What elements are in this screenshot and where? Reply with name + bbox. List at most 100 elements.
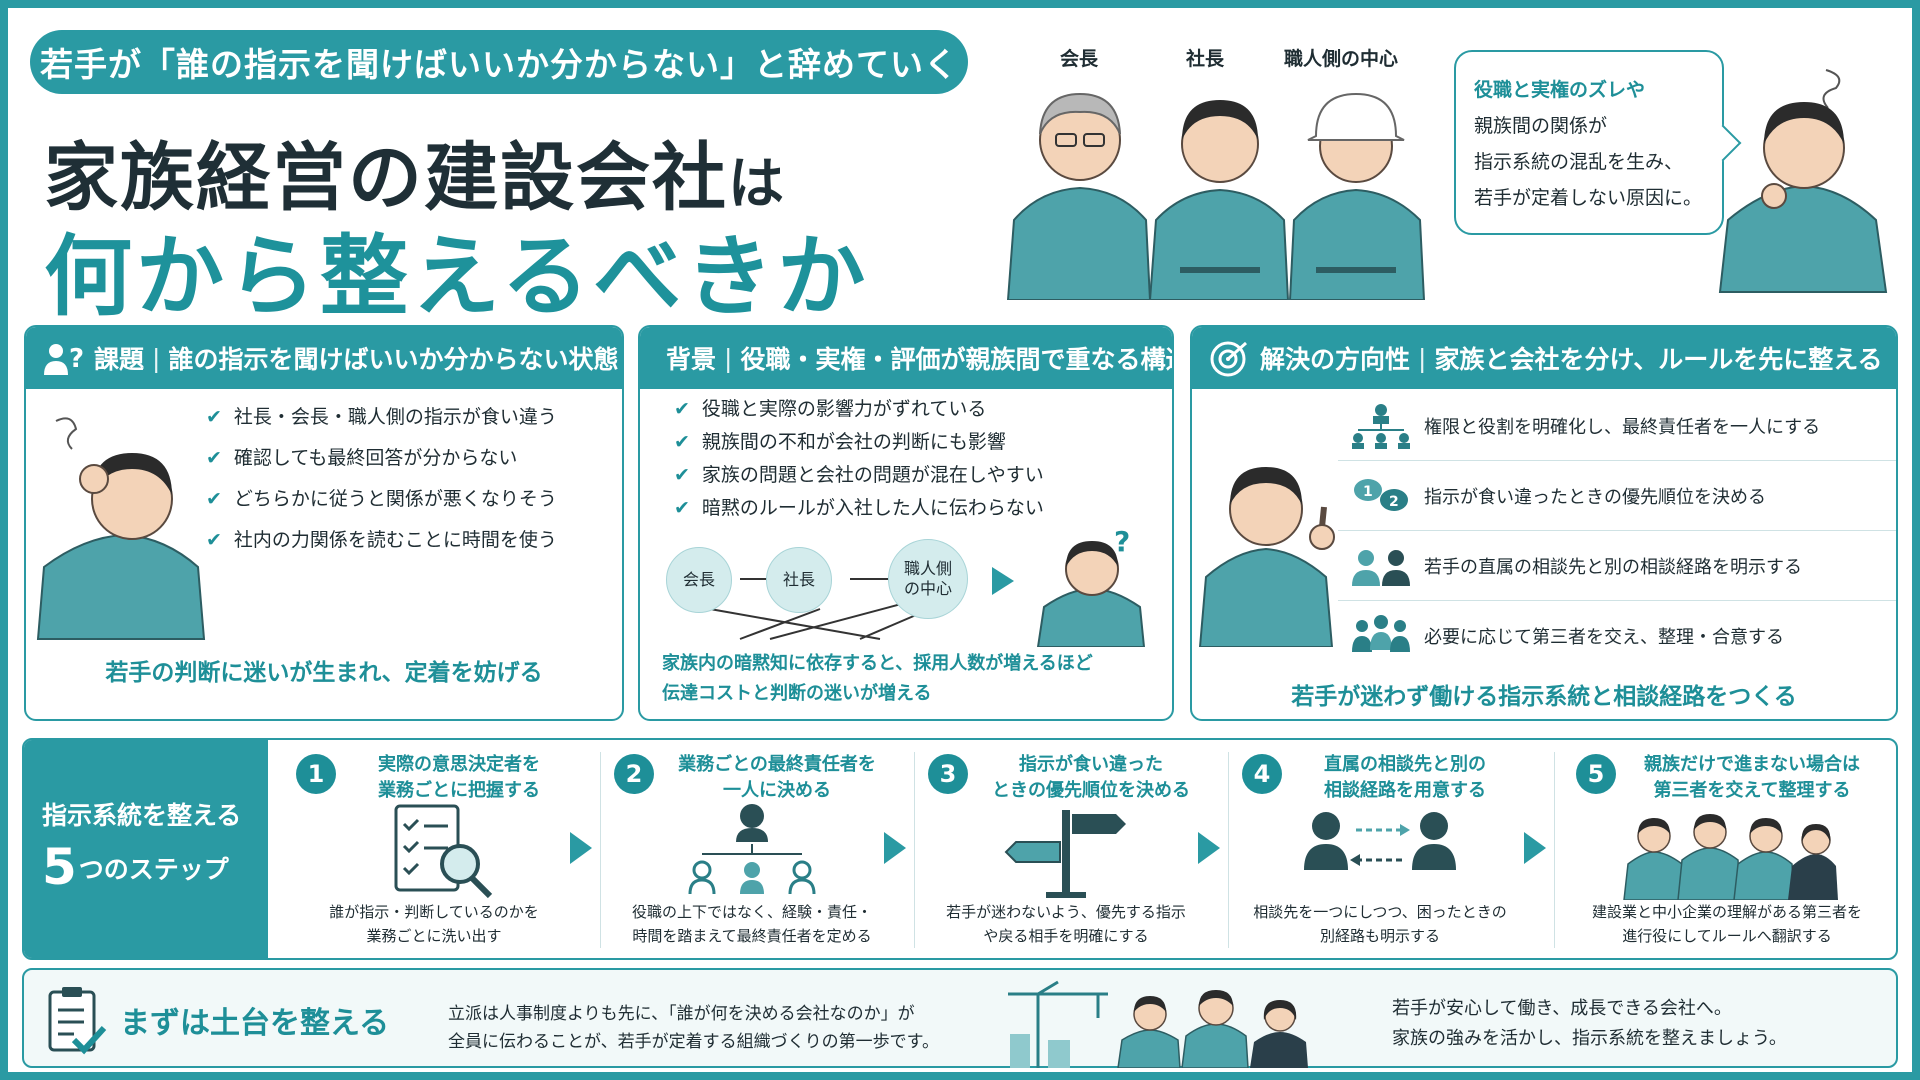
craftsman-figure xyxy=(1288,92,1426,300)
step-title-line: 第三者を交えて整理する xyxy=(1653,780,1851,801)
panel-background-header: 背景|役職・実権・評価が親族間で重なる構造 xyxy=(640,327,1172,389)
footer-line: 家族内の暗黙知に依存すると、採用人数が増えるほど xyxy=(662,653,1093,674)
label-president: 社長 xyxy=(1186,48,1225,70)
steps-lead-title: 指示系統を整える xyxy=(42,801,242,830)
step-desc-line: 業務ごとに洗い出す xyxy=(366,927,502,945)
footer-heading: まずは土台を整える xyxy=(120,1006,390,1041)
step-title: 直属の相談先と別の相談経路を用意する xyxy=(1280,752,1530,804)
solution-row-text: 必要に応じて第三者を交え、整理・合意する xyxy=(1424,627,1784,648)
step-desc: 若手が迷わないよう、優先する指示や戻る相手を明確にする xyxy=(916,900,1216,948)
solution-row: 若手の直属の相談先と別の相談経路を明示する xyxy=(1338,531,1896,601)
bubble-line: 若手が定着しない原因に。 xyxy=(1474,187,1703,209)
step-desc: 誰が指示・判断しているのかを業務ごとに洗い出す xyxy=(284,900,584,948)
steps-count: 5 xyxy=(42,838,77,896)
step-title: 親族だけで進まない場合は第三者を交えて整理する xyxy=(1614,752,1890,804)
list-item: 確認しても最終回答が分からない xyxy=(206,438,557,479)
header-pill-text: 若手が「誰の指示を聞けばいいか分からない」と辞めていく xyxy=(40,45,958,84)
list-item: 家族の問題と会社の問題が混在しやすい xyxy=(674,459,1044,492)
step-arrow-icon xyxy=(884,832,906,864)
step-desc-line: 誰が指示・判断しているのかを xyxy=(329,903,539,921)
worried-worker-illustration xyxy=(1718,69,1888,293)
panel-issue-header: ? 課題|誰の指示を聞けばいいか分からない状態 xyxy=(26,327,622,389)
step-number: 2 xyxy=(614,754,654,794)
step-title-line: 業務ごとに把握する xyxy=(378,780,540,801)
panel-background-sub: 役職・実権・評価が親族間で重なる構造 xyxy=(740,345,1174,374)
flow-node-president: 社長 xyxy=(766,547,832,613)
solution-row: 権限と役割を明確化し、最終責任者を一人にする xyxy=(1338,391,1896,461)
list-item: 社長・会長・職人側の指示が食い違う xyxy=(206,397,557,438)
step-desc-line: 役職の上下ではなく、経験・責任・ xyxy=(631,903,872,921)
step-5: 5 親族だけで進まない場合は第三者を交えて整理する 建設業と中小企業の理解がある… xyxy=(1564,740,1890,958)
footer-text-line: 全員に伝わることが、若手が定着する組織づくりの第一歩です。 xyxy=(448,1032,939,1052)
list-item: 親族間の不和が会社の判断にも影響 xyxy=(674,426,1044,459)
step-desc: 相談先を一つにしつつ、困ったときの別経路も明示する xyxy=(1230,900,1530,948)
panel-solution-sub: 家族と会社を分け、ルールを先に整える xyxy=(1434,345,1883,374)
step-desc-line: 時間を踏まえて最終責任者を定める xyxy=(632,927,872,945)
swirl-icon xyxy=(1822,69,1841,109)
step-title-line: 一人に決める xyxy=(723,780,831,801)
steps-lead-subtitle: 5つのステップ xyxy=(42,838,229,896)
step-4: 4 直属の相談先と別の相談経路を用意する 相談先を一つにしつつ、困ったときの別経… xyxy=(1230,740,1530,958)
step-number: 4 xyxy=(1242,754,1282,794)
title-main: 家族経営の建設会社 xyxy=(44,135,728,221)
panel-issue-label: 課題 xyxy=(94,345,145,374)
svg-text:?: ? xyxy=(69,344,84,374)
step-title: 実際の意思決定者を業務ごとに把握する xyxy=(334,752,584,804)
flow-node-craftsman: 職人側の中心 xyxy=(888,539,968,619)
panel-solution-label: 解決の方向性 xyxy=(1260,345,1411,374)
bubble-line: 親族間の関係が xyxy=(1474,115,1608,137)
consult-icon xyxy=(1352,549,1410,586)
president-figure xyxy=(1148,100,1290,300)
divider xyxy=(1554,752,1555,948)
step-desc: 役職の上下ではなく、経験・責任・時間を踏まえて最終責任者を定める xyxy=(602,900,902,948)
step-title-line: 業務ごとの最終責任者を xyxy=(678,754,876,775)
label-craftsman-lead: 職人側の中心 xyxy=(1284,48,1399,70)
panel-solution-header: 解決の方向性|家族と会社を分け、ルールを先に整える xyxy=(1192,327,1896,389)
step-2: 2 業務ごとの最終責任者を一人に決める 役職の上下ではなく、経験・責任・時間を踏… xyxy=(602,740,902,958)
group-meeting-icon xyxy=(1352,615,1410,652)
footer-closing: 若手が安心して働き、成長できる会社へ。家族の強みを活かし、指示系統を整えましょう… xyxy=(1392,994,1787,1054)
list-item: 役職と実際の影響力がずれている xyxy=(674,393,1044,426)
panel-issue: ? 課題|誰の指示を聞けばいいか分からない状態 社長・会長・職人側の指示が食い違… xyxy=(24,325,624,721)
step-desc-line: 建設業と中小企業の理解がある第三者を xyxy=(1591,903,1862,921)
flow-node-text: の中心 xyxy=(903,579,952,598)
step-title: 指示が食い違ったときの優先順位を決める xyxy=(966,752,1216,804)
issue-check-list: 社長・会長・職人側の指示が食い違う 確認しても最終回答が分からない どちらかに従… xyxy=(206,397,557,561)
step-desc: 建設業と中小企業の理解がある第三者を進行役にしてルールへ翻訳する xyxy=(1564,900,1890,948)
background-check-list: 役職と実際の影響力がずれている 親族間の不和が会社の判断にも影響 家族の問題と会… xyxy=(674,393,1044,525)
footer-banner: まずは土台を整える 立派は人事制度よりも先に、「誰が何を決める会社なのか」が全員… xyxy=(22,968,1898,1068)
puzzled-worker-illustration: ? xyxy=(1036,525,1146,647)
step-arrow-icon xyxy=(1198,832,1220,864)
header-pill: 若手が「誰の指示を聞けばいいか分からない」と辞めていく xyxy=(30,30,968,94)
step-title-line: 実際の意思決定者を xyxy=(378,754,540,775)
divider xyxy=(600,752,601,948)
solution-row-text: 権限と役割を明確化し、最終責任者を一人にする xyxy=(1424,416,1821,438)
list-item: どちらかに従うと関係が悪くなりそう xyxy=(206,479,557,520)
swirl-icon xyxy=(55,417,78,450)
step-desc-line: 進行役にしてルールへ翻訳する xyxy=(1622,927,1832,945)
checklist-search-icon xyxy=(394,804,493,899)
step-3: 3 指示が食い違ったときの優先順位を決める 若手が迷わないよう、優先する指示や戻… xyxy=(916,740,1216,958)
panel-background-label: 背景 xyxy=(666,345,717,374)
step-number: 5 xyxy=(1576,754,1616,794)
step-1: 1 実際の意思決定者を業務ごとに把握する 誰が指示・判断しているのかを業務ごとに… xyxy=(284,740,584,958)
divider xyxy=(1228,752,1229,948)
list-item: 社内の力関係を読むことに時間を使う xyxy=(206,520,557,561)
svg-text:2: 2 xyxy=(1389,494,1399,510)
panel-background: 背景|役職・実権・評価が親族間で重なる構造 役職と実際の影響力がずれている 親族… xyxy=(638,325,1174,721)
step-title-line: 親族だけで進まない場合は xyxy=(1644,754,1860,775)
panel-solution: 解決の方向性|家族と会社を分け、ルールを先に整える 権限と役割を明確化し、最終責… xyxy=(1190,325,1898,721)
footer-closing-line: 家族の強みを活かし、指示系統を整えましょう。 xyxy=(1392,1028,1787,1049)
panel-issue-sub: 誰の指示を聞けばいいか分からない状態 xyxy=(168,345,619,374)
title-particle: は xyxy=(728,152,786,217)
arrow-right-icon xyxy=(992,567,1014,595)
step-desc-line: 若手が迷わないよう、優先する指示 xyxy=(946,903,1186,921)
flow-node-text: 職人側 xyxy=(903,559,952,578)
bubble-line: 役職と実権のズレや xyxy=(1474,79,1646,101)
step-arrow-icon xyxy=(570,832,592,864)
steps-section: 指示系統を整える 5つのステップ 1 実際の意思決定者を業務ごとに把握する 誰が… xyxy=(22,738,1898,960)
person-question-icon: ? xyxy=(44,344,84,375)
divider xyxy=(914,752,915,948)
team-with-advisor-illustration xyxy=(1623,814,1838,900)
step-title: 業務ごとの最終責任者を一人に決める xyxy=(652,752,902,804)
